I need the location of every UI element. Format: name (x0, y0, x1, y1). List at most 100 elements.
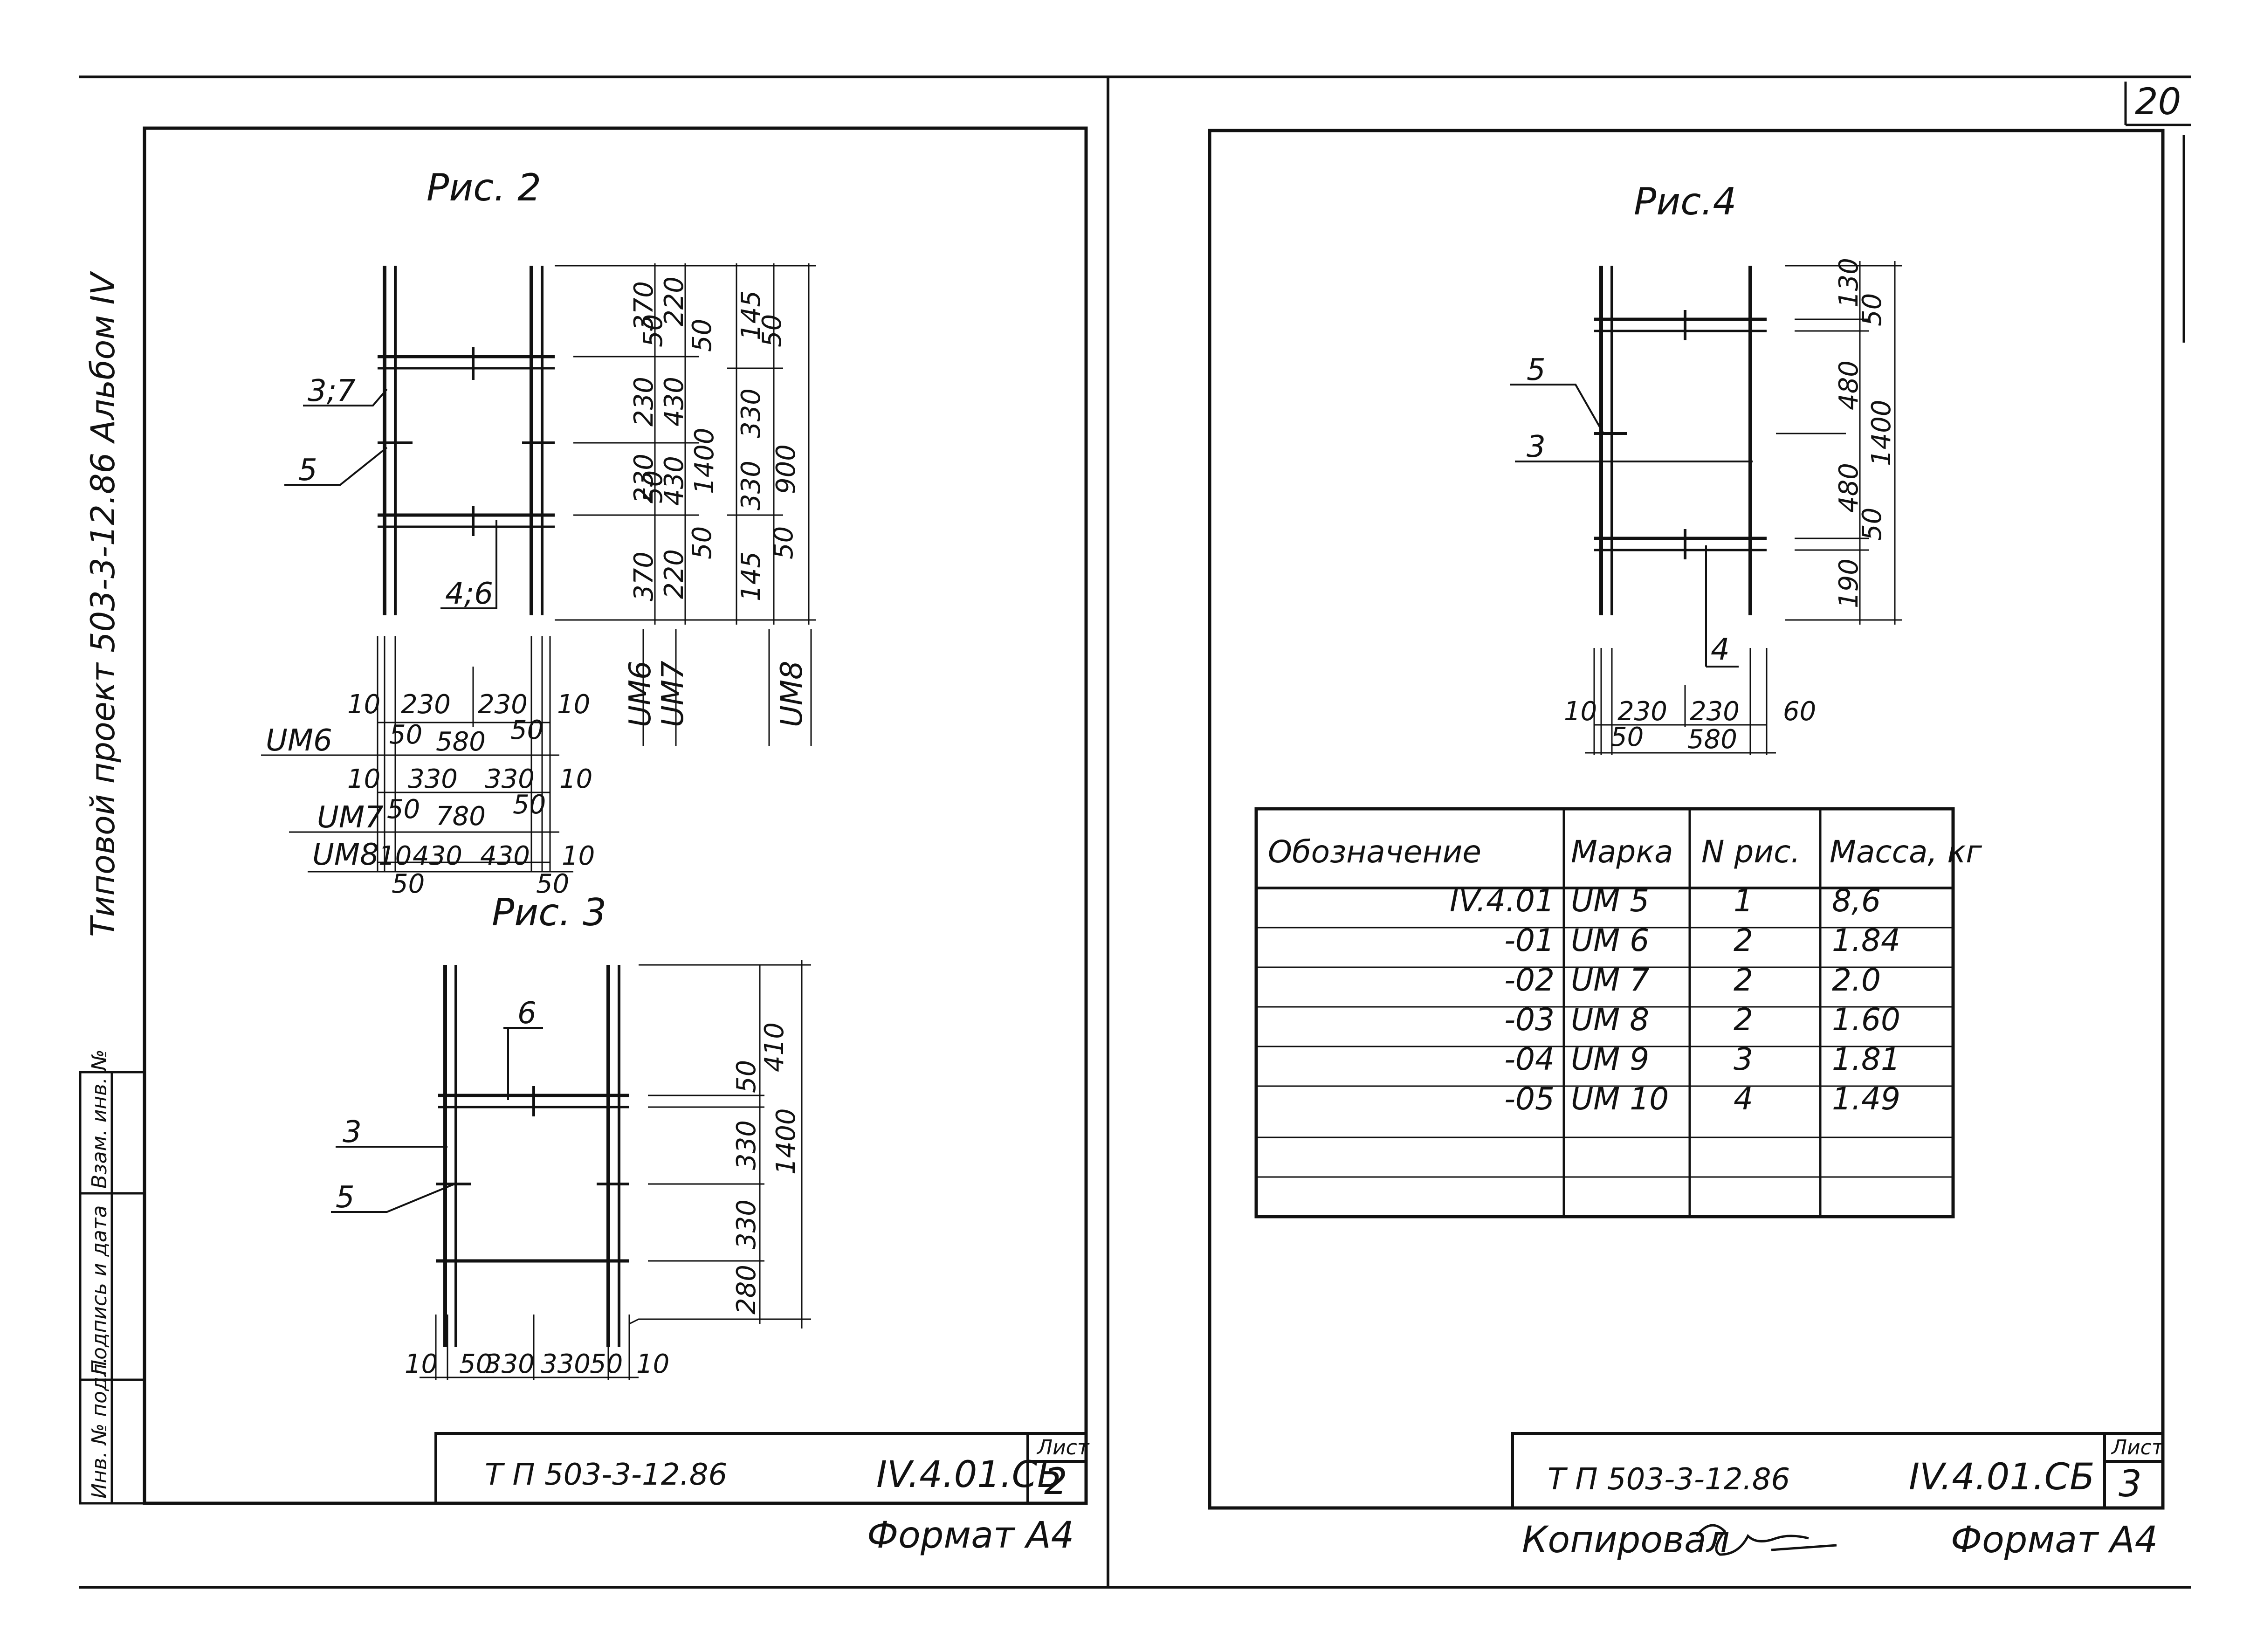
table-cell-r4-c2: 3 (1734, 1041, 1753, 1077)
fig2-horizontal-dims (261, 636, 573, 873)
table-cell-r2-c3: 2.0 (1832, 962, 1881, 998)
fig3-callout-3: 3 (343, 1115, 362, 1150)
fig3-dim-330a: 330 (731, 1120, 762, 1170)
fig2-dim-um6-370b: 370 (629, 551, 659, 601)
fig4-h-left: 10 (1564, 696, 1597, 727)
fig4-horizontal-dims (1585, 648, 1776, 755)
fig2-h-um7-mark: UM7 (317, 800, 384, 835)
table-cell-r0-c2: 1 (1734, 883, 1753, 919)
fig3-horizontal-dims (420, 1315, 639, 1380)
fig2-dim-um8-330b: 330 (736, 461, 766, 510)
fig4-dim-480a: 480 (1834, 360, 1864, 410)
fig2-mark-um6-vertical: UM6 (623, 661, 658, 727)
fig3-h-10a: 10 (405, 1349, 438, 1379)
fig2-h-um6-total: 580 (436, 727, 486, 757)
fig3-h-50b: 50 (590, 1349, 623, 1379)
fig2-callout-3-7: 3;7 (308, 374, 356, 408)
fig4-dim-50b: 50 (1857, 508, 1887, 541)
table-cell-r0-c3: 8,6 (1832, 883, 1881, 919)
page-number: 20 (2135, 81, 2181, 123)
fig4-h-total: 580 (1687, 724, 1737, 755)
fig2-dim-um8-145a: 145 (736, 290, 766, 340)
fig3-frame (436, 960, 811, 1347)
fig2-dim-um7-50a: 50 (638, 314, 668, 347)
fig2-dim-um8-50a: 50 (757, 314, 787, 347)
table-cell-r2-c1: UM 7 (1571, 962, 1649, 998)
table-cell-r3-c1: UM 8 (1571, 1002, 1649, 1038)
table-header-mass: Масса, кг (1830, 834, 1982, 870)
copied-by-signature (1696, 1524, 1837, 1556)
side-album-text: Типовой проект 503-3-12.86 Альбом IV (84, 271, 122, 937)
fig2-h-um8-mark: UM8 (312, 838, 379, 872)
fig2-h-um6-inner-left: 50 (389, 720, 422, 750)
fig4-callouts (1510, 384, 1753, 668)
table-cell-r0-c0: IV.4.01 (1450, 883, 1555, 919)
fig2-h-um7-inner-left: 50 (387, 794, 420, 825)
fig3-h-10b: 10 (636, 1349, 669, 1379)
fig4-dim-190: 190 (1834, 558, 1864, 608)
table-cell-r1-c1: UM 6 (1571, 922, 1649, 958)
table-header-fig: N рис. (1701, 834, 1800, 870)
fig2-h-um6-edge-left: 10 (347, 689, 380, 720)
fig2-h-um8-edge-right: 10 (562, 841, 595, 871)
fig2-dim-um8-gap: 50 (769, 526, 799, 559)
fig2-dim-um7-430a: 430 (659, 377, 689, 427)
fig3-dim-total: 1400 (771, 1108, 801, 1175)
fig3-h-330a: 330 (485, 1349, 535, 1379)
fig2-dim-um6-230a: 230 (629, 377, 659, 427)
fig3-dim-410: 410 (759, 1022, 790, 1072)
side-stamp (79, 1071, 146, 1505)
fig2-h-um8-edge-left: 10 (378, 841, 412, 871)
table-cell-r4-c0: -04 (1504, 1041, 1555, 1077)
table-cell-r3-c2: 2 (1734, 1002, 1753, 1038)
fig3-dim-330b: 330 (731, 1199, 762, 1249)
table-cell-r2-c2: 2 (1734, 962, 1753, 998)
fig2-callout-4-6: 4;6 (445, 577, 493, 611)
table-cell-r1-c2: 2 (1734, 922, 1753, 958)
fig2-h-um7-total: 780 (436, 801, 486, 832)
page-number-box: 20 (2124, 81, 2191, 126)
fig3-caption: Рис. 3 (492, 891, 606, 934)
fig2-h-um6-a: 230 (401, 689, 451, 720)
fig3-callout-6: 6 (517, 996, 537, 1031)
fig2-h-um8-inner-right: 50 (536, 869, 569, 899)
spec-table: Обозначение Марка N рис. Масса, кг (1254, 807, 1982, 1218)
right-title-sheet-label: Лист (2111, 1436, 2164, 1459)
fig3-dim-280: 280 (731, 1265, 762, 1315)
right-title-code: IV.4.01.СБ (1909, 1456, 2095, 1498)
fig3-dim-50: 50 (731, 1060, 762, 1093)
right-sheet: Рис.4 5 3 (1208, 129, 2185, 1561)
table-cell-r3-c3: 1.60 (1832, 1002, 1900, 1038)
outer-trim-lines (79, 76, 2191, 1589)
fig2-mark-um7-vertical: UM7 (656, 661, 690, 727)
fig4-dim-total: 1400 (1866, 399, 1897, 466)
right-title-project: Т П 503-3-12.86 (1548, 1462, 1790, 1497)
fig4-callout-4: 4 (1711, 633, 1730, 667)
fig2-h-um6-b: 230 (478, 689, 528, 720)
fig2-h-um6-edge-right: 10 (557, 689, 590, 720)
table-cell-r0-c1: UM 5 (1571, 883, 1649, 919)
fig2-h-um8-inner-left: 50 (392, 869, 425, 899)
stamp-cell-inv: Взам. инв. № (88, 1049, 111, 1189)
fig4-h-a: 230 (1617, 696, 1667, 727)
stamp-cell-orig: Инв. № подл. (88, 1357, 111, 1499)
fig3-h-330b: 330 (541, 1349, 591, 1379)
table-cell-r5-c0: -05 (1504, 1081, 1555, 1117)
stamp-cell-sign: Подпись и дата (88, 1205, 111, 1375)
right-format: Формат А4 (1951, 1519, 2158, 1561)
right-title-sheet-no: 3 (2119, 1463, 2142, 1505)
fig2-dim-um7-gap-bottom: 50 (687, 526, 717, 559)
fig2-dim-um7-430b: 430 (659, 456, 689, 506)
fig2-dim-um8-330a: 330 (736, 388, 766, 438)
fig2-callout-5: 5 (298, 453, 317, 488)
fig2-h-um7-edge-right: 10 (559, 764, 592, 794)
fig2-h-um7-a: 330 (408, 764, 458, 794)
table-cell-r3-c0: -03 (1504, 1002, 1555, 1038)
table-header-mark: Марка (1571, 834, 1673, 870)
fig2-dim-um7-gap-top: 50 (687, 319, 717, 352)
fig2-dim-um7-total: 1400 (689, 427, 720, 494)
table-cell-r1-c3: 1.84 (1832, 922, 1900, 958)
fig2-caption: Рис. 2 (427, 166, 541, 209)
fig3-h-50a: 50 (459, 1349, 492, 1379)
fig4-dim-50a: 50 (1857, 293, 1887, 326)
